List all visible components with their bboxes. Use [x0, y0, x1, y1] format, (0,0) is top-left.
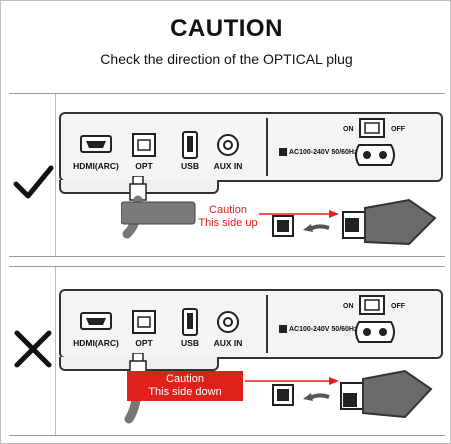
usb-label: USB — [181, 161, 199, 171]
incorrect-callout-line1: Caution — [166, 373, 204, 385]
panel-divider — [55, 94, 56, 256]
aux-label: AUX IN — [213, 338, 243, 348]
incorrect-panel: HDMI(ARC) OPT USB AUX IN ON OFF — [9, 266, 445, 436]
aux-label: AUX IN — [213, 161, 243, 171]
correct-callout-line2: This side up — [198, 217, 258, 229]
power-switch-icon — [359, 118, 385, 138]
hdmi-port-icon — [80, 135, 112, 153]
opt-label: OPT — [135, 161, 153, 171]
cross-icon — [14, 330, 52, 368]
panel-separator — [266, 295, 268, 353]
optical-port-icon — [132, 133, 156, 157]
usb-port-icon — [182, 131, 198, 159]
device-rear-panel: HDMI(ARC) OPT USB AUX IN ON OFF — [59, 289, 443, 359]
cable-bend-icon — [121, 201, 196, 225]
incorrect-callout-line2: This side down — [148, 386, 222, 398]
power-off-label: OFF — [391, 126, 405, 133]
correct-callout: Caution This side up — [193, 204, 263, 230]
aux-port-icon — [217, 134, 239, 156]
check-icon — [13, 165, 54, 199]
usb-port-icon — [182, 308, 198, 336]
correct-panel: HDMI(ARC) OPT USB AUX IN ON — [9, 93, 445, 257]
power-rating-label: AC100-240V 50/60Hz — [289, 326, 358, 333]
panel-separator — [266, 118, 268, 176]
power-on-label: ON — [343, 126, 354, 133]
plug-orientation-diagram — [245, 369, 433, 419]
optical-port-icon — [132, 310, 156, 334]
power-on-label: ON — [343, 303, 354, 310]
incorrect-callout: Caution This side down — [127, 371, 243, 401]
hdmi-label: HDMI(ARC) — [73, 338, 119, 348]
device-rear-panel: HDMI(ARC) OPT USB AUX IN ON — [59, 112, 443, 182]
page-subtitle: Check the direction of the OPTICAL plug — [100, 51, 353, 67]
aux-port-icon — [217, 311, 239, 333]
opt-label: OPT — [135, 338, 153, 348]
correct-callout-line1: Caution — [209, 204, 247, 216]
power-switch-icon — [359, 295, 385, 315]
rating-bullet-icon — [279, 325, 287, 333]
panel-divider — [55, 267, 56, 435]
power-rating-label: AC100-240V 50/60Hz — [289, 149, 358, 156]
hdmi-label: HDMI(ARC) — [73, 161, 119, 171]
ac-inlet-icon — [355, 321, 395, 343]
page-title: CAUTION — [170, 15, 283, 42]
usb-label: USB — [181, 338, 199, 348]
power-off-label: OFF — [391, 303, 405, 310]
hdmi-port-icon — [80, 312, 112, 330]
ac-inlet-icon — [355, 144, 395, 166]
plug-orientation-diagram — [259, 198, 437, 246]
rating-bullet-icon — [279, 148, 287, 156]
